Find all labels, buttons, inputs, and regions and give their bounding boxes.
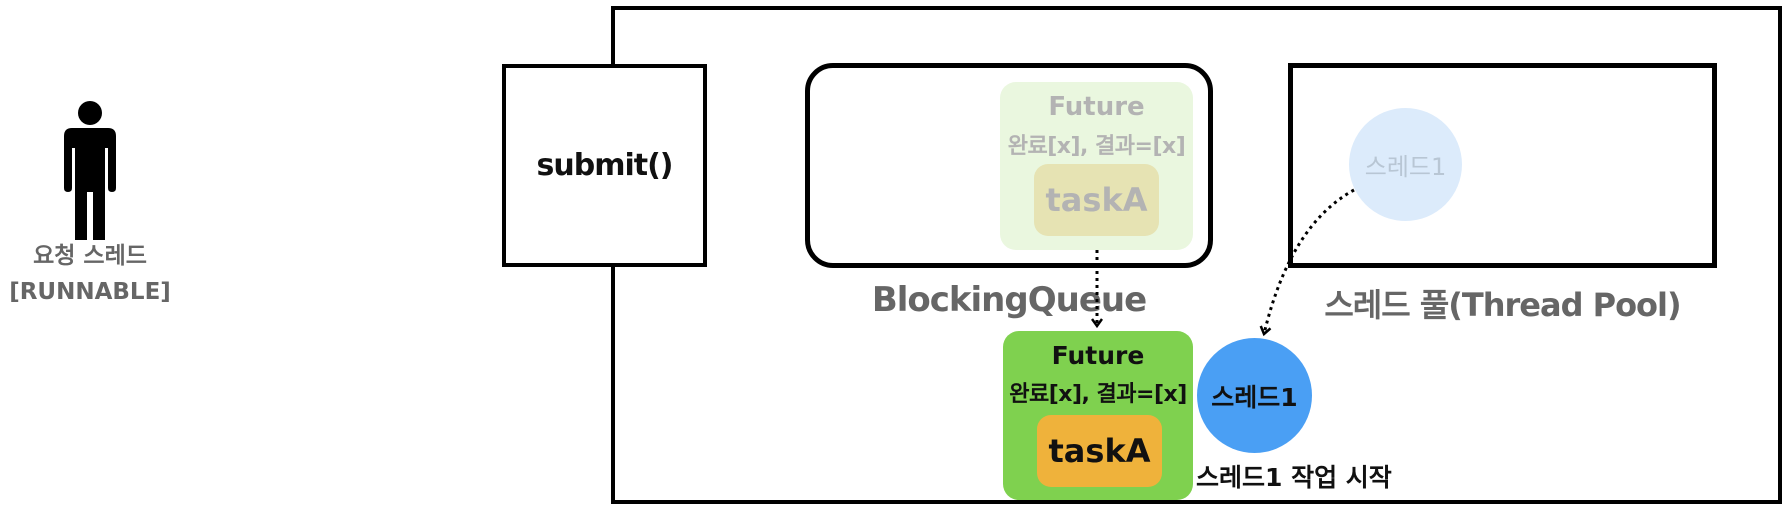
thread-take-arrow [1264,188,1355,334]
active-thread: 스레드1 [1197,338,1312,453]
future-status: 완료[x], 결과=[x] [1007,134,1186,159]
task-box: taskA [1037,415,1162,487]
future-status: 완료[x], 결과=[x] [1009,382,1187,407]
requester-label: 요청 스레드 [RUNNABLE] [0,238,180,310]
blocking-queue-label: BlockingQueue [871,280,1147,320]
submit-box: submit() [502,64,707,267]
person-icon [64,101,116,240]
requester-name: 요청 스레드 [33,243,147,269]
taken-future: Future 완료[x], 결과=[x] taskA [1003,331,1193,500]
task-box: taskA [1034,164,1159,236]
blocking-queue-box [805,63,1213,268]
thread-pool-label: 스레드 풀(Thread Pool) [1324,286,1681,324]
future-title: Future [1048,92,1145,122]
queued-future-ghost: Future 완료[x], 결과=[x] taskA [1000,82,1193,250]
thread-pool-box [1288,63,1717,268]
submit-label: submit() [536,148,674,183]
future-title: Future [1051,341,1145,370]
thread-start-caption: 스레드1 작업 시작 [1196,463,1392,492]
pool-thread-ghost: 스레드1 [1349,108,1462,221]
requester-state: [RUNNABLE] [9,279,171,305]
